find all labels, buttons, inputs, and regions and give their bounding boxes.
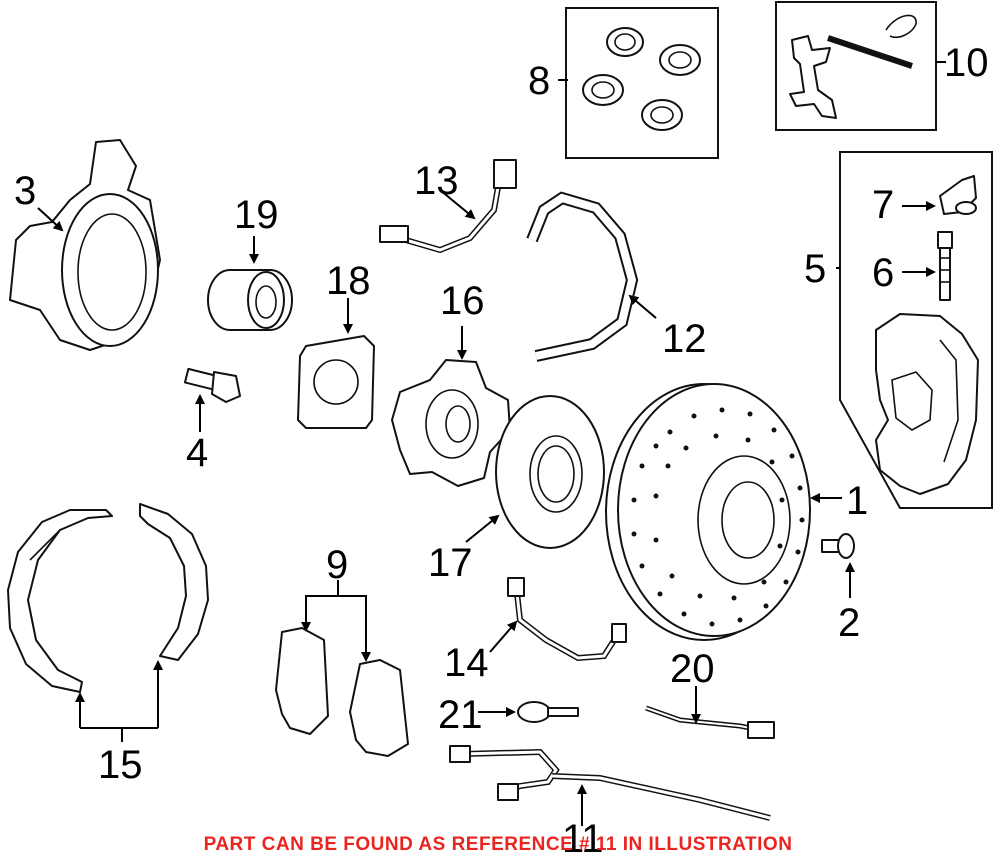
callout-13: 13 xyxy=(414,159,459,203)
callout-14: 14 xyxy=(444,641,489,685)
callout-18: 18 xyxy=(326,259,371,303)
callout-11: 11 xyxy=(562,817,604,860)
parking-brake-shoe-part[interactable] xyxy=(7,503,209,693)
pad-pin-kit-part[interactable] xyxy=(775,1,937,131)
rotor-screw-part[interactable] xyxy=(821,533,855,559)
callout-9: 9 xyxy=(326,543,348,587)
callout-19: 19 xyxy=(234,193,279,237)
callout-8: 8 xyxy=(528,59,550,103)
callout-5: 5 xyxy=(804,247,826,291)
callout-2: 2 xyxy=(838,601,860,645)
rotor-drill-holes xyxy=(631,407,805,627)
callout-21: 21 xyxy=(438,693,483,737)
callout-labels: 1 2 3 4 5 6 7 8 9 10 11 12 13 14 15 16 1… xyxy=(14,41,989,860)
dust-shield-part[interactable] xyxy=(9,139,161,351)
speed-sensor-part[interactable] xyxy=(645,705,775,739)
callout-4: 4 xyxy=(186,431,208,475)
callout-17: 17 xyxy=(428,541,473,585)
gasket-plate-part[interactable] xyxy=(297,335,375,429)
wear-sensor-wire-part[interactable] xyxy=(526,191,639,362)
callout-7: 7 xyxy=(872,183,894,227)
brake-hose-lower-part[interactable] xyxy=(507,577,627,662)
bleeder-screw-icon xyxy=(937,231,953,301)
hub-spacer-part[interactable] xyxy=(495,395,605,549)
callout-16: 16 xyxy=(440,279,485,323)
mounting-bolt-part[interactable] xyxy=(183,367,241,403)
callout-6: 6 xyxy=(872,251,894,295)
brake-pad-set-part[interactable] xyxy=(275,627,409,757)
callout-3: 3 xyxy=(14,169,36,213)
callout-10: 10 xyxy=(944,41,989,85)
seal-ring-icon xyxy=(582,27,701,131)
brake-hose-upper-part[interactable] xyxy=(379,159,517,254)
reference-notice: PART CAN BE FOUND AS REFERENCE # 11 IN I… xyxy=(204,834,793,855)
wheel-hub-part[interactable] xyxy=(391,359,511,487)
grommet-part[interactable] xyxy=(517,701,579,723)
callout-15: 15 xyxy=(98,743,143,787)
wheel-bearing-part[interactable] xyxy=(207,269,293,331)
brake-rotor-part[interactable] xyxy=(605,383,811,641)
callout-1: 1 xyxy=(846,479,868,523)
callout-20: 20 xyxy=(670,647,715,691)
bracket-clip-icon xyxy=(939,175,977,215)
sensor-harness-part[interactable] xyxy=(449,745,771,821)
leader-lines xyxy=(37,61,946,826)
callout-12: 12 xyxy=(662,317,707,361)
caliper-assembly-part[interactable] xyxy=(839,151,993,509)
seal-kit-part[interactable] xyxy=(565,7,719,159)
caliper-icon xyxy=(875,313,979,495)
